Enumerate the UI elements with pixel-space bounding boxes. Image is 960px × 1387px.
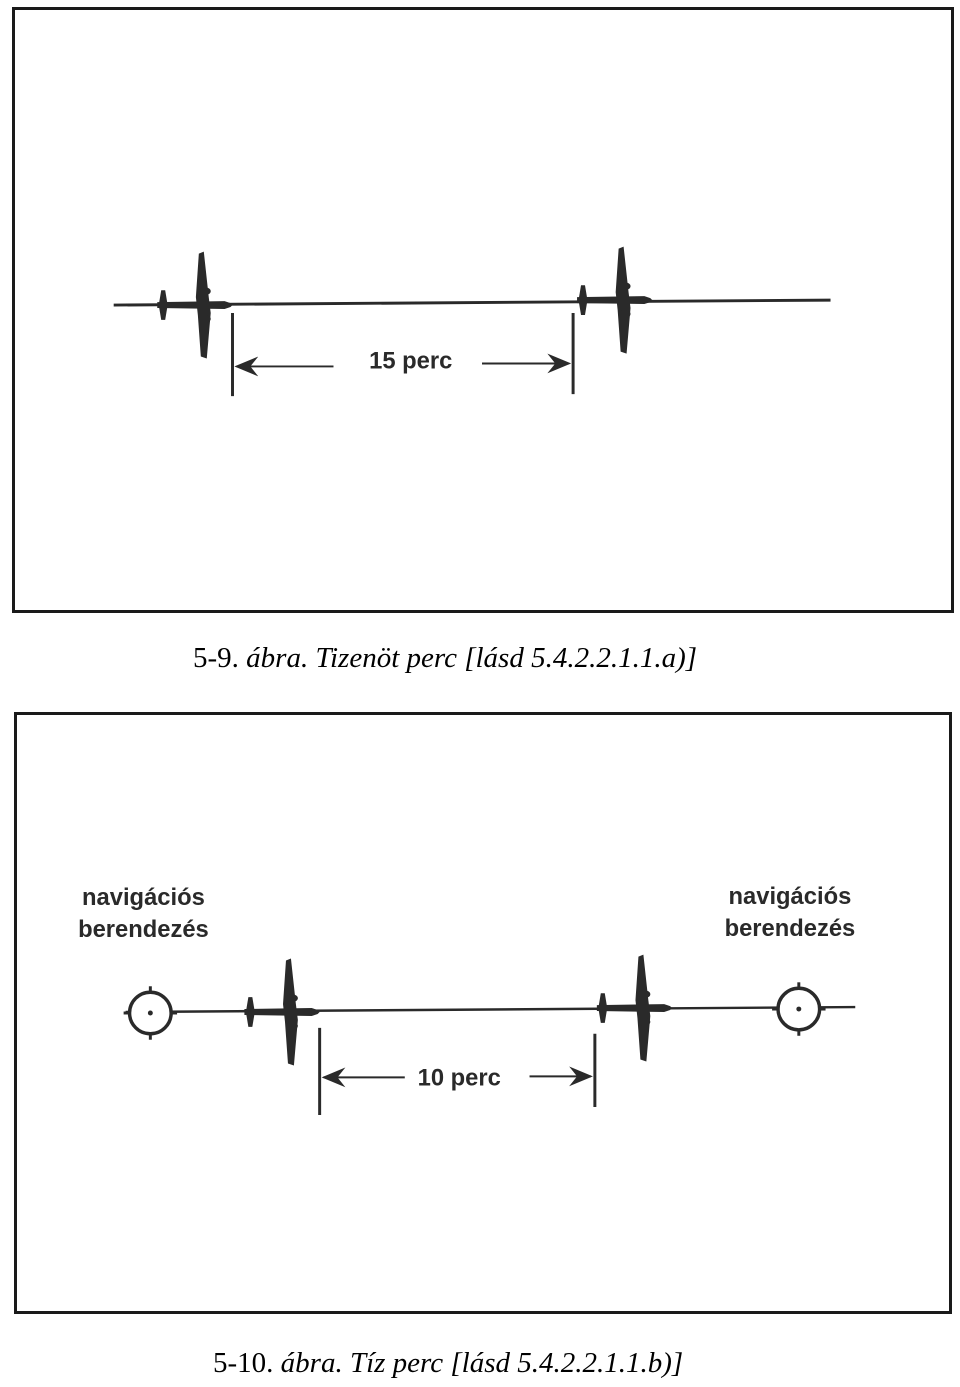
right-station-label-line2: berendezés	[725, 915, 856, 942]
aircraft-icon	[577, 246, 653, 354]
aircraft-icon	[157, 251, 233, 359]
figure-2-diagram: navigációs berendezés navigációs berende…	[78, 883, 856, 1115]
caption-text: ábra. Tizenöt perc [lásd 5.4.2.2.1.1.a)]	[238, 642, 698, 674]
track-line	[125, 1005, 856, 1014]
caption-text: ábra. Tíz perc [lásd 5.4.2.2.1.1.b)]	[273, 1347, 684, 1379]
left-station-label-line2: berendezés	[78, 916, 209, 943]
caption-number: 5-10.	[213, 1347, 274, 1379]
figure-2-frame: navigációs berendezés navigációs berende…	[14, 712, 952, 1314]
right-station-label-line1: navigációs	[729, 883, 852, 910]
figure-2-caption: 5-10. ábra. Tíz perc [lásd 5.4.2.2.1.1.b…	[213, 1347, 683, 1380]
figure-1-diagram: 15 perc	[113, 246, 831, 397]
figure-1-frame: 15 perc	[12, 7, 954, 613]
navaid-icon	[121, 984, 179, 1042]
interval-label: 10 perc	[418, 1064, 501, 1091]
track-line	[113, 298, 831, 307]
left-station-label-line1: navigációs	[82, 884, 205, 911]
aircraft-icon	[244, 958, 320, 1066]
figure-1-caption: 5-9. ábra. Tizenöt perc [lásd 5.4.2.2.1.…	[193, 642, 697, 675]
interval-label: 15 perc	[369, 347, 452, 374]
aircraft-icon	[596, 954, 673, 1062]
caption-number: 5-9.	[193, 642, 239, 674]
navaid-icon	[770, 980, 828, 1038]
